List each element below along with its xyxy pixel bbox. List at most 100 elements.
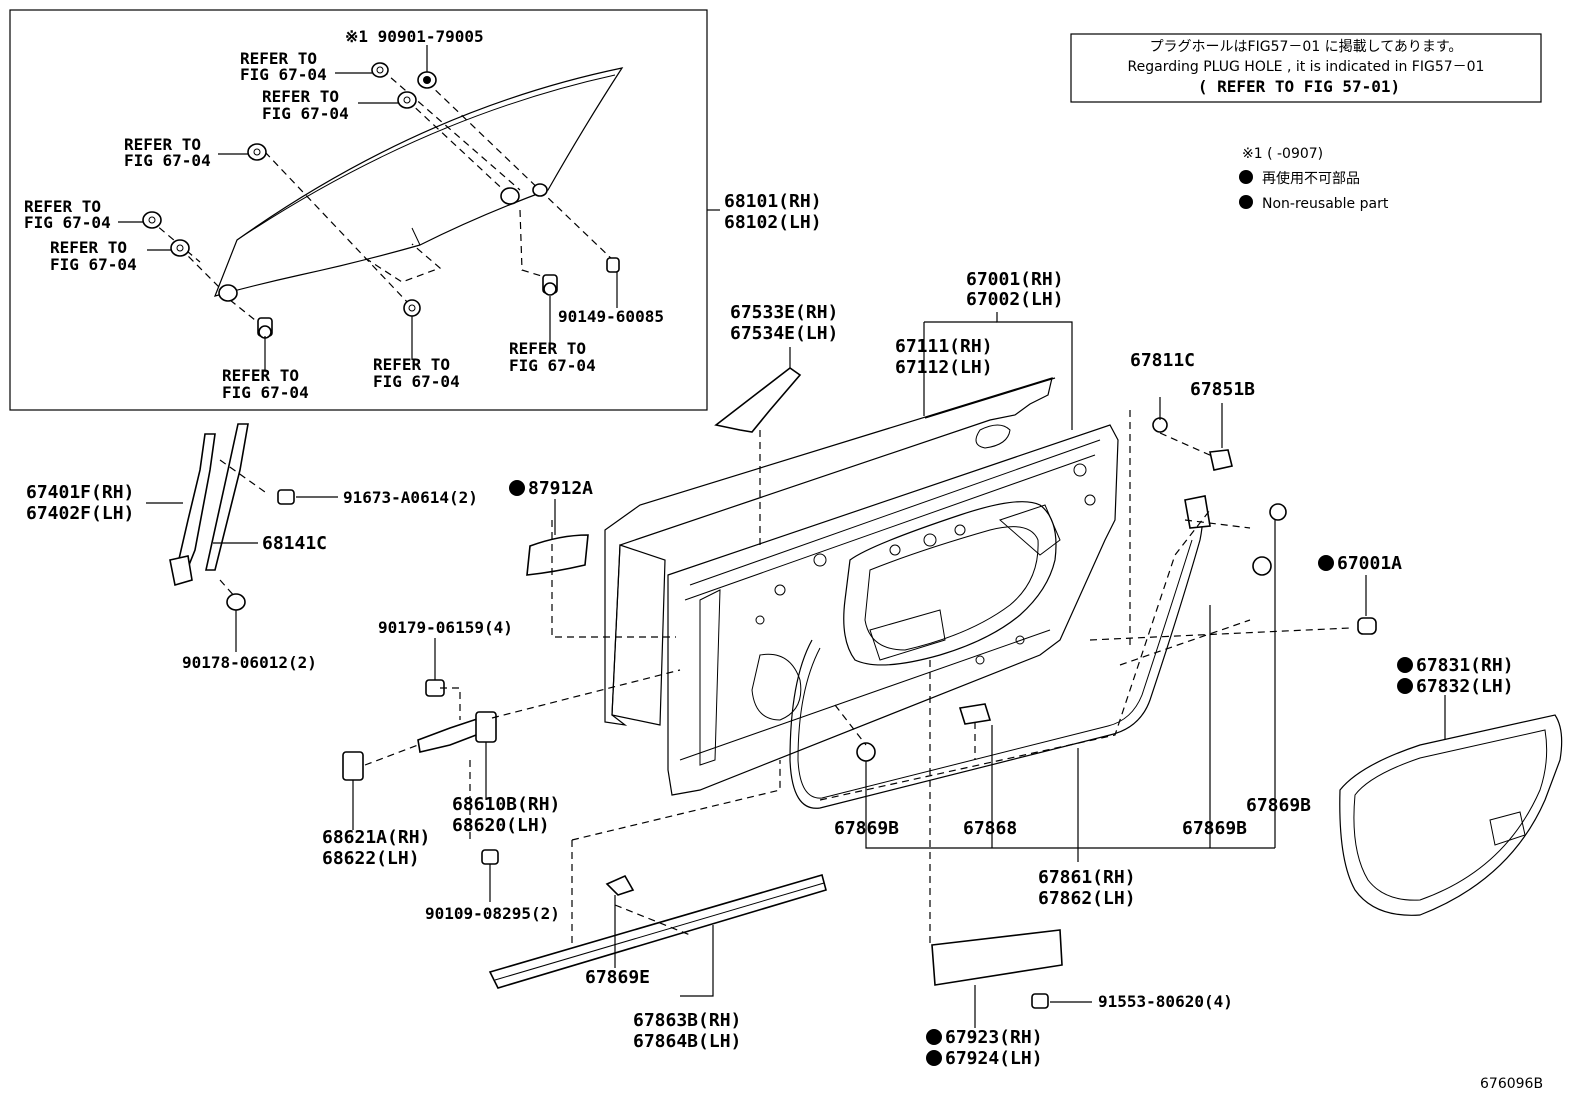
nonreusable-dot-67832 [1397, 678, 1413, 694]
inset-washer-1 [417, 71, 437, 89]
clip-67869b-2 [1252, 556, 1272, 576]
inset-refer-c2: FIG 67-04 [124, 151, 211, 170]
label-67923: 67923(RH) [945, 1027, 1043, 1048]
legend-en: Non-reusable part [1262, 196, 1389, 212]
door-check-68610b [417, 711, 497, 753]
notes-box [1070, 33, 1542, 103]
label-90179: 90179-06159(4) [378, 618, 513, 637]
nut-67851b [1209, 449, 1233, 471]
note-jp: プラグホールはFIG57－01 に掲載してあります。 [1150, 39, 1463, 55]
label-67862: 67862(LH) [1038, 888, 1136, 909]
label-68622: 68622(LH) [322, 848, 420, 869]
inset-refer-g2: FIG 67-04 [373, 372, 460, 391]
inset-clip-3 [532, 183, 548, 197]
label-67402f: 67402F(LH) [26, 503, 134, 524]
legend-dot-en [1239, 195, 1253, 209]
inset-bolt-2 [403, 299, 421, 317]
inset-refer-d2: FIG 67-04 [24, 213, 111, 232]
inset-bolt-1 [257, 317, 273, 339]
inset-nut-2 [397, 91, 417, 109]
plug-87912a [526, 534, 589, 576]
legend-jp: 再使用不可部品 [1262, 170, 1360, 187]
label-67861: 67861(RH) [1038, 867, 1136, 888]
label-67111: 67111(RH) [895, 336, 993, 357]
label-90109: 90109-08295(2) [425, 904, 560, 923]
service-cover-67831 [1339, 714, 1563, 916]
label-91673: 91673-A0614(2) [343, 488, 478, 507]
washer-67811c [1152, 417, 1168, 433]
label-68610b: 68610B(RH) [452, 794, 560, 815]
label-67869b-1: 67869B [834, 818, 899, 839]
inset-nut-5 [170, 239, 190, 257]
label-91553: 91553-80620(4) [1098, 992, 1233, 1011]
note-en: Regarding PLUG HOLE , it is indicated in… [1128, 59, 1485, 75]
label-67851b: 67851B [1190, 379, 1255, 400]
inset-nut-4 [142, 211, 162, 229]
nonreusable-dot-87912a [509, 480, 525, 496]
label-67832: 67832(LH) [1416, 676, 1514, 697]
label-67401f: 67401F(RH) [26, 482, 134, 503]
nonreusable-dot-67924 [926, 1050, 942, 1066]
label-67811c: 67811C [1130, 350, 1195, 371]
inset-clip-1 [218, 284, 238, 302]
door-glass [214, 67, 624, 297]
label-67869e: 67869E [585, 967, 650, 988]
inset-refer-f1: REFER TO [222, 366, 299, 385]
label-67002: 67002(LH) [966, 289, 1064, 310]
inset-nut-1 [371, 62, 389, 78]
inset-bolt-4 [606, 257, 620, 273]
label-68621a: 68621A(RH) [322, 827, 430, 848]
label-67869b-3: 67869B [1246, 795, 1311, 816]
nonreusable-dot-67001a [1318, 555, 1334, 571]
clip-67869b-3 [1269, 503, 1287, 521]
label-67831: 67831(RH) [1416, 655, 1514, 676]
label-67864b: 67864B(LH) [633, 1031, 741, 1052]
label-67868: 67868 [963, 818, 1017, 839]
inset-nut-3 [247, 143, 267, 161]
legend-footnote: ※1 ( -0907) [1242, 146, 1323, 162]
inset-refer-c1: REFER TO [124, 135, 201, 154]
inset-bolt-part: 90149-60085 [558, 307, 664, 326]
label-90178: 90178-06012(2) [182, 653, 317, 672]
label-68620: 68620(LH) [452, 815, 550, 836]
nonreusable-dot-67831 [1397, 657, 1413, 673]
glass-inset-frame [9, 9, 708, 411]
inset-refer-a2: FIG 67-04 [240, 65, 327, 84]
nonreusable-dot-67923 [926, 1029, 942, 1045]
inset-refer-g1: REFER TO [373, 355, 450, 374]
label-67533e: 67533E(RH) [730, 302, 838, 323]
door-shell [604, 377, 1119, 796]
label-67869b-2: 67869B [1182, 818, 1247, 839]
note-refer: ( REFER TO FIG 57-01) [1198, 77, 1400, 96]
nut-90178 [226, 593, 246, 611]
inset-clip-2 [500, 187, 520, 205]
clip-67869e [605, 874, 635, 896]
inset-refer-e2: FIG 67-04 [50, 255, 137, 274]
trim-67923 [931, 929, 1063, 986]
bolt-90109 [481, 849, 499, 865]
label-87912a: 87912A [528, 478, 593, 499]
door-weatherstrip-67861 [789, 504, 1204, 809]
figure-id: 676096B [1480, 1076, 1543, 1092]
inset-refer-d1: REFER TO [24, 197, 101, 216]
label-67863b: 67863B(RH) [633, 1010, 741, 1031]
inset-bolt-note: ※1 90901-79005 [345, 27, 484, 46]
inset-refer-b2: FIG 67-04 [262, 104, 349, 123]
door-moulding-67533e [714, 367, 802, 433]
label-67001a: 67001A [1337, 553, 1402, 574]
inset-refer-h2: FIG 67-04 [509, 356, 596, 375]
clip-67869b-1 [856, 742, 876, 762]
belt-weatherstrip-67111 [924, 377, 1056, 419]
screw-91553 [1031, 993, 1049, 1009]
inset-refer-b1: REFER TO [262, 87, 339, 106]
legend-dot-jp [1239, 170, 1253, 184]
inset-refer-a1: REFER TO [240, 49, 317, 68]
clip-67868 [958, 703, 992, 725]
glass-rh-label: 68101(RH) [724, 191, 822, 212]
weatherstrip-68141c [205, 423, 249, 571]
inset-refer-h1: REFER TO [509, 339, 586, 358]
plug-67001a [1357, 617, 1377, 635]
bolt-91673 [277, 489, 295, 505]
label-67112: 67112(LH) [895, 357, 993, 378]
